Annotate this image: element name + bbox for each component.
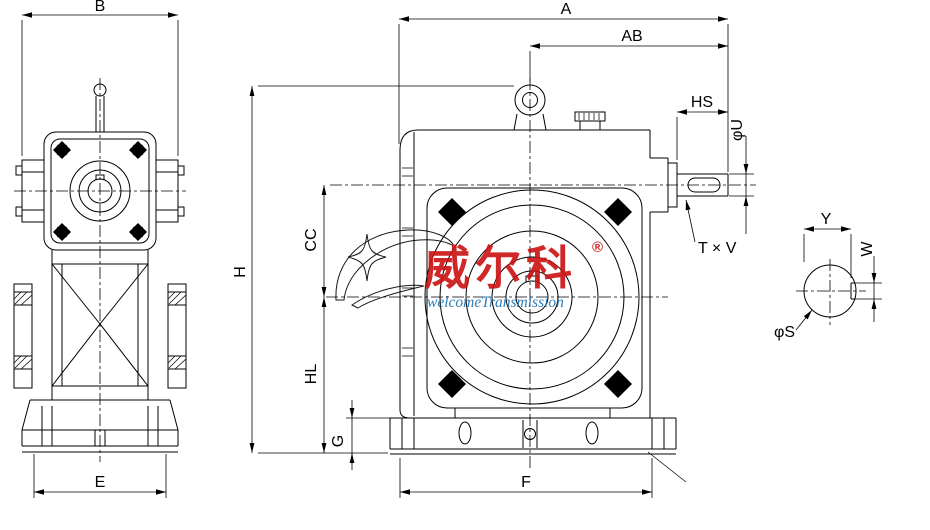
dim-label-h: H xyxy=(232,266,249,278)
dim-label-ab: AB xyxy=(621,28,642,45)
dim-HS: HS xyxy=(676,94,728,160)
dim-label-t-x-v: T × V xyxy=(698,240,737,257)
dim-H: H xyxy=(232,85,514,454)
dim-label-g: G xyxy=(330,435,347,447)
side-view xyxy=(326,78,756,483)
label-TxV: T × V xyxy=(685,199,737,257)
brand-tagline: welcomeTransmission xyxy=(427,294,564,311)
front-corner-bosses xyxy=(53,141,147,241)
dim-label-f: F xyxy=(521,474,531,491)
dim-label-phi-u: φU xyxy=(729,119,746,141)
shaft-section-detail xyxy=(796,259,866,325)
front-side-rails xyxy=(13,283,187,389)
brand-logo-icon xyxy=(335,229,456,309)
dim-label-a: A xyxy=(561,1,572,18)
flange-bolt-holes xyxy=(402,167,413,357)
dim-AB: AB xyxy=(529,28,728,82)
dim-A: A xyxy=(398,1,729,172)
dim-label-y: Y xyxy=(821,211,832,228)
registered-mark-icon: ® xyxy=(592,239,603,256)
dim-G: G xyxy=(330,400,390,470)
dim-phiU: φU xyxy=(729,119,754,234)
dim-label-hs: HS xyxy=(691,94,713,111)
dim-E: E xyxy=(33,454,167,498)
dim-label-cc: CC xyxy=(303,228,320,251)
dim-B: B xyxy=(21,0,179,156)
brand-name: 威尔科 xyxy=(424,242,577,294)
front-view xyxy=(13,78,187,462)
dim-HL: HL xyxy=(303,297,327,453)
watermark: 威尔科 ® welcomeTransmission xyxy=(335,229,603,311)
dim-label-hl: HL xyxy=(303,364,320,385)
dim-F: F xyxy=(399,458,653,498)
dim-W: W xyxy=(853,241,882,322)
label-phiS: φS xyxy=(774,309,813,341)
dim-Y: Y xyxy=(803,211,852,278)
dim-label-e: E xyxy=(95,474,106,491)
dim-label-w: W xyxy=(859,241,876,257)
dim-CC: CC xyxy=(303,185,327,297)
dim-label-b: B xyxy=(95,0,106,15)
dim-label-phi-s: φS xyxy=(774,324,795,341)
